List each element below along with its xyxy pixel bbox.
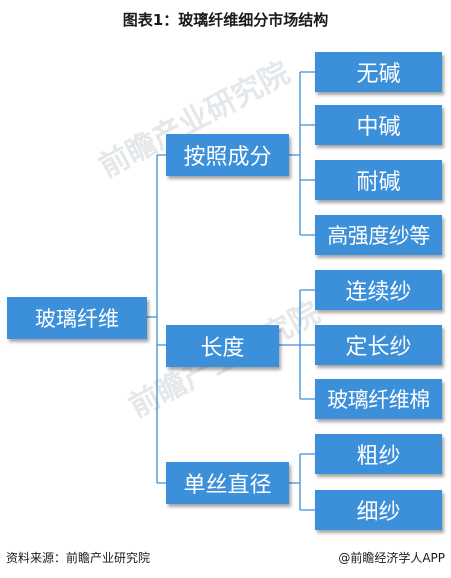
branch-node-length: 长度	[166, 325, 279, 367]
connector-branch1-leaves	[289, 71, 315, 236]
leaf-node: 细纱	[315, 490, 442, 530]
connector-branch2-leaves	[279, 289, 315, 400]
branch-node-composition: 按照成分	[166, 134, 289, 176]
figure-title: 图表1：玻璃纤维细分市场结构	[122, 11, 329, 29]
source-note: 资料来源：前瞻产业研究院	[6, 551, 151, 565]
leaf-node: 无碱	[315, 52, 442, 92]
leaf-node: 中碱	[315, 105, 442, 145]
brand-credit: @前瞻经济学人APP	[338, 551, 445, 565]
leaf-node: 粗纱	[315, 434, 442, 474]
leaf-node: 玻璃纤维棉	[315, 379, 442, 419]
leaf-node: 定长纱	[315, 325, 442, 365]
leaf-node: 耐碱	[315, 160, 442, 200]
connector-root-branches	[147, 154, 166, 484]
leaf-node: 高强度纱等	[315, 215, 442, 255]
connector-branch3-leaves	[289, 453, 315, 511]
root-node: 玻璃纤维	[7, 297, 147, 339]
leaf-node: 连续纱	[315, 270, 442, 310]
branch-node-filament-diameter: 单丝直径	[166, 462, 289, 504]
